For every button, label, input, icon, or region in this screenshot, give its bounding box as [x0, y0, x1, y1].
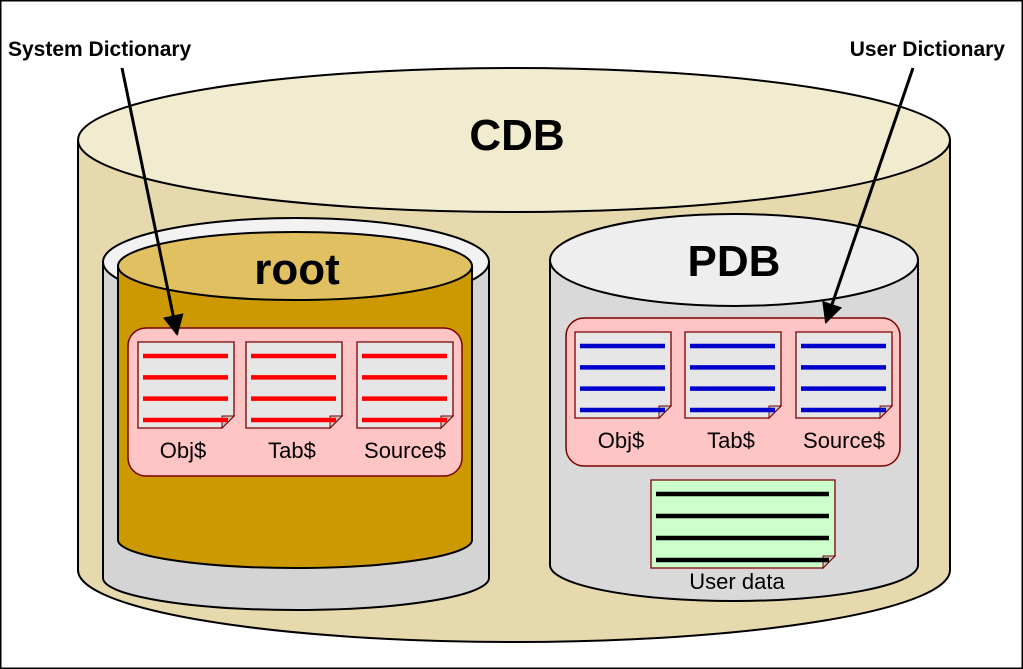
pdb-page-2: [684, 331, 783, 420]
root-label: root: [254, 245, 340, 294]
user-dictionary-callout: User Dictionary: [850, 38, 1006, 61]
root-table-tab-label: Tab$: [268, 438, 316, 463]
user-data-page: [650, 479, 837, 570]
root-page-1: [137, 341, 236, 430]
root-dictionary-pages: [137, 341, 455, 430]
pdb-dictionary-panel: Obj$ Tab$ Source$: [565, 317, 901, 467]
cdb-label: CDB: [469, 111, 564, 160]
user-dictionary-arrow: [822, 67, 915, 324]
root-page-2: [245, 341, 344, 430]
root-table-source-label: Source$: [364, 438, 446, 463]
cdb-cylinder-top: [77, 67, 951, 213]
root-table-obj-label: Obj$: [160, 438, 206, 463]
root-page-3: [356, 341, 455, 430]
pdb-table-source-label: Source$: [803, 428, 885, 453]
pdb-table-obj-label: Obj$: [598, 428, 644, 453]
pdb-page-1: [574, 331, 673, 420]
pdb-table-tab-label: Tab$: [707, 428, 755, 453]
pdb-page-3: [795, 331, 894, 420]
system-dictionary-callout: System Dictionary: [8, 38, 192, 61]
system-dictionary-arrow: [120, 67, 184, 337]
root-dictionary-panel: Obj$ Tab$ Source$: [127, 327, 463, 477]
pdb-dictionary-pages: [574, 331, 894, 420]
root-inner-top: [117, 231, 473, 301]
user-data-block: User data: [650, 479, 837, 594]
pdb-label: PDB: [688, 237, 781, 286]
user-data-sheet: [650, 479, 837, 570]
pdb-cylinder-top: [549, 213, 919, 307]
user-data-label: User data: [689, 569, 785, 594]
